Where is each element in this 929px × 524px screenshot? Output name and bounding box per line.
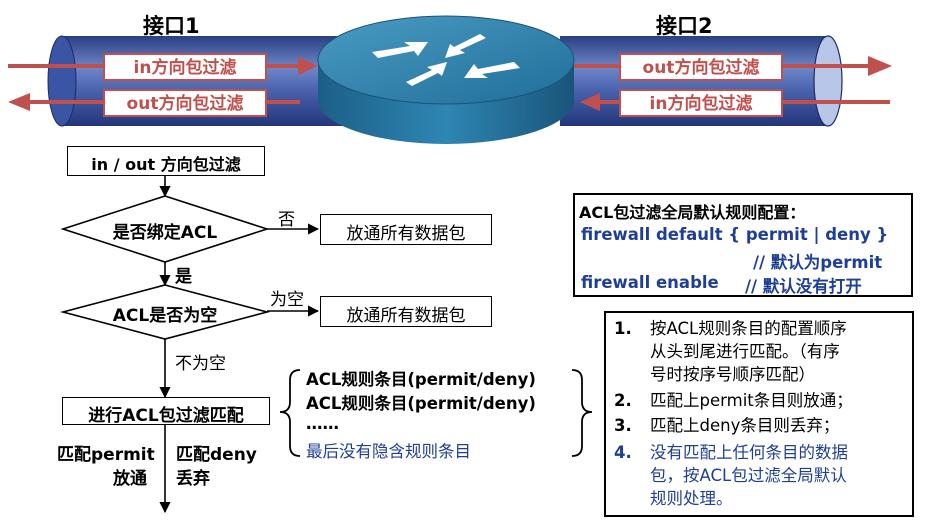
acl-match-process-box: 进行ACL包过滤匹配 [62,397,270,426]
if2-in-filter-label: in方向包过滤 [619,89,783,117]
global-default-config-box: ACL包过滤全局默认规则配置： firewall default { permi… [573,193,913,297]
rule-entry-1: ACL规则条目(permit/deny) [306,370,536,389]
step-1-line-3: 号时按序号顺序匹配） [650,365,815,384]
rule-entry-ellipsis: …… [306,414,339,433]
permit-action-label: 放通 [113,469,147,489]
router-icon [317,15,575,144]
config-comment-default: // 默认为permit [753,253,883,272]
config-title: ACL包过滤全局默认规则配置： [579,203,806,222]
flow-connectors [159,176,320,514]
step-1-number: 1. [614,319,632,338]
step-1-line-2: 从头到尾进行匹配。（有序 [650,342,840,361]
step-2-number: 2. [614,391,632,410]
match-deny-label: 匹配deny [176,445,257,465]
decision-acl-bound [60,195,270,263]
step-3-number: 3. [614,416,632,435]
flow-start-box: in / out 方向包过滤 [67,146,265,176]
decision1-text: 是否绑定ACL [112,223,218,243]
config-comment-enable: // 默认没有打开 [745,277,862,296]
pass-all-box-2: 放通所有数据包 [320,296,492,327]
if1-in-filter-label: in方向包过滤 [103,53,267,81]
decision-acl-empty [59,284,271,340]
interface1-label: 接口1 [143,14,200,38]
acl-match-process-text: 进行ACL包过滤匹配 [88,406,244,426]
decision2-empty-label: 为空 [270,290,304,310]
decision1-yes-label: 是 [175,267,192,287]
step-4-line-3: 规则处理。 [650,489,733,508]
if1-out-filter-label: out方向包过滤 [103,89,267,117]
flow-start-text: in / out 方向包过滤 [91,155,241,174]
interface2-label: 接口2 [656,14,713,38]
step-4-number: 4. [614,443,632,462]
step-4-line-1: 没有匹配上任何条目的数据 [650,443,848,462]
step-3-line-1: 匹配上deny条目则丢弃； [650,416,840,435]
pass-all-text-1: 放通所有数据包 [346,224,466,244]
step-1-line-1: 按ACL规则条目的配置顺序 [650,319,847,338]
if2-out-filter-label: out方向包过滤 [619,53,783,81]
pass-all-text-2: 放通所有数据包 [346,306,466,326]
matching-steps-box: 1. 按ACL规则条目的配置顺序 从头到尾进行匹配。（有序 号时按序号顺序匹配）… [604,311,914,517]
decision2-notempty-label: 不为空 [175,354,226,374]
step-2-line-1: 匹配上permit条目则放通； [650,391,853,410]
decision2-text: ACL是否为空 [112,306,218,326]
left-brace [279,369,301,457]
right-brace [571,369,593,457]
rule-entry-2: ACL规则条目(permit/deny) [306,394,536,413]
rule-entry-last: 最后没有隐含规则条目 [306,442,471,461]
pass-all-box-1: 放通所有数据包 [320,214,492,245]
step-4-line-2: 包，按ACL包过滤全局默认 [650,466,847,485]
deny-action-label: 丢弃 [176,469,210,489]
decision1-no-label: 否 [278,210,295,230]
match-permit-label: 匹配permit [57,445,155,465]
config-cmd-enable: firewall enable [581,273,719,292]
config-cmd-default: firewall default { permit | deny } [581,225,889,244]
